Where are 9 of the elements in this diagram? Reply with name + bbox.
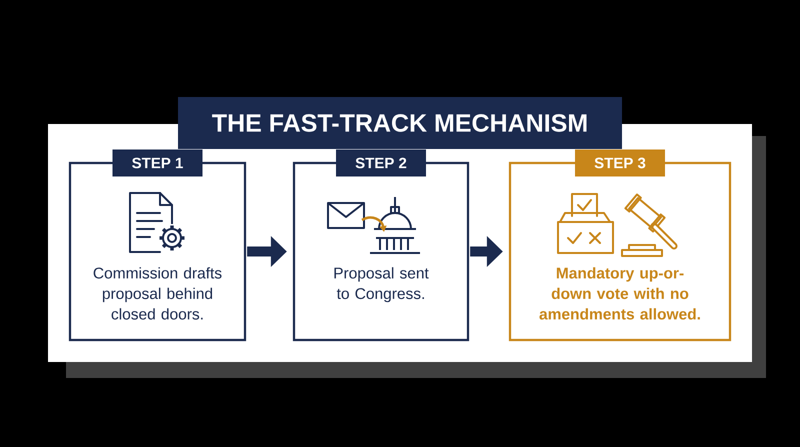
- step-box: [68, 150, 246, 342]
- step-box: [508, 150, 732, 342]
- step-description: Mandatory up-or-down vote with no amendments allowed.: [540, 267, 700, 320]
- step-description: Proposal sent to Congress.: [334, 267, 429, 302]
- step-tag: STEP 2: [336, 150, 426, 176]
- step-tag: STEP 1: [112, 150, 202, 176]
- step-box: [292, 150, 470, 342]
- step-description: Commission drafts proposal behind closed doors.: [94, 267, 222, 320]
- step-tag: STEP 3: [575, 150, 665, 176]
